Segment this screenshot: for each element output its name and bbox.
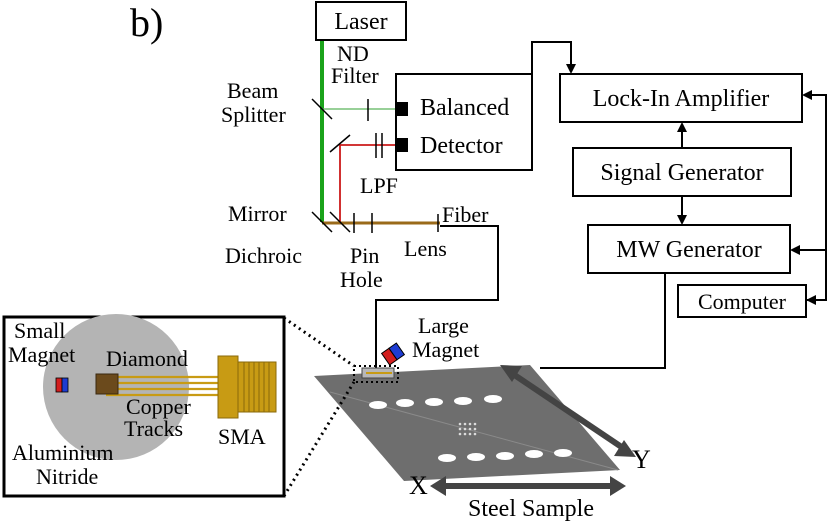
y-axis-arrow-line xyxy=(508,369,628,453)
balanced-label: Balanced xyxy=(420,95,509,121)
dichroic-mirror xyxy=(311,211,333,233)
large-label: Large xyxy=(418,313,469,338)
lockin-amplifier-box xyxy=(559,73,803,123)
nd-label: ND xyxy=(337,41,369,66)
lockin-label: Lock-In Amplifier xyxy=(593,86,770,112)
small-magnet-north xyxy=(55,377,63,393)
hole-label: Hole xyxy=(340,267,383,292)
optical-fiber xyxy=(375,225,499,372)
large-magnet xyxy=(380,342,406,366)
balanced-detector-box xyxy=(395,73,533,171)
steel-sample-label: Steel Sample xyxy=(468,496,594,522)
detector-to-lockin-wire xyxy=(531,41,576,74)
pin-label: Pin xyxy=(350,243,379,268)
signal-generator-label: Signal Generator xyxy=(600,160,763,186)
mw-to-sample-cable xyxy=(540,273,666,369)
diamond-label: Diamond xyxy=(106,346,188,371)
signal-generator-box xyxy=(572,147,792,197)
mirror-label: Mirror xyxy=(228,201,287,226)
small-magnet-south xyxy=(61,377,69,393)
nitride-label: Nitride xyxy=(36,464,98,489)
y-axis-label: Y xyxy=(632,445,651,474)
magnet-label: Magnet xyxy=(412,337,479,362)
lpf-label: LPF xyxy=(360,173,398,198)
laser-box xyxy=(315,1,407,41)
computer-label: Computer xyxy=(698,289,787,314)
detector-label: Detector xyxy=(420,133,503,159)
small-label: Small xyxy=(14,318,65,343)
sma-thread xyxy=(243,362,270,412)
red-fluorescence-beam xyxy=(339,144,396,222)
x-axis-label: X xyxy=(409,471,428,500)
photodiode-bottom xyxy=(396,138,408,152)
sma-connector-flange xyxy=(217,355,239,419)
sample-holes-row1 xyxy=(369,395,502,409)
dichroic-label: Dichroic xyxy=(225,243,302,268)
filter-label: Filter xyxy=(331,63,379,88)
computer-to-lockin-wire xyxy=(802,90,827,301)
inset-zoom-line-bottom xyxy=(282,381,356,497)
sma-label: SMA xyxy=(218,424,266,449)
laser-label: Laser xyxy=(334,9,387,35)
sample-dot-grid xyxy=(458,422,477,436)
mw-generator-label: MW Generator xyxy=(616,237,762,263)
mirror-upper xyxy=(329,134,351,153)
photodiode-top xyxy=(396,102,408,116)
tracks-label: Tracks xyxy=(124,416,183,441)
x-axis-arrowhead-start xyxy=(430,476,446,496)
copper-label: Copper xyxy=(126,394,191,419)
copper-tracks xyxy=(106,375,222,397)
diamond-chip xyxy=(95,373,119,395)
splitter-label: Splitter xyxy=(221,102,286,127)
mw-generator-box xyxy=(587,224,791,274)
computer-box xyxy=(677,284,807,318)
inset-zoom-line-top xyxy=(283,316,355,368)
small-magnet-label: Magnet xyxy=(8,342,75,367)
lens-label: Lens xyxy=(404,236,447,261)
beam-splitter xyxy=(311,98,333,120)
y-axis-arrowhead-start xyxy=(500,365,522,382)
mirror-lower xyxy=(329,211,351,233)
fiber-label: Fiber xyxy=(442,202,489,227)
panel-label: b) xyxy=(130,0,163,45)
x-axis-arrowhead-end xyxy=(610,476,626,496)
aluminium-label: Aluminium xyxy=(12,440,113,465)
steel-sample-plate xyxy=(314,365,620,481)
sample-holes-row2 xyxy=(438,449,572,462)
y-axis-arrowhead-end xyxy=(614,440,636,457)
inset-highlight-box xyxy=(353,365,399,383)
beam-label: Beam xyxy=(227,78,278,103)
